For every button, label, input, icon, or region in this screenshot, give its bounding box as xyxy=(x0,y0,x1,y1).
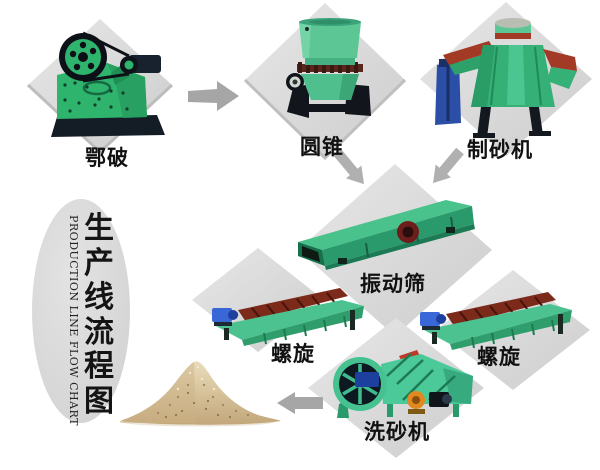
arrow-washer-to-sand xyxy=(277,392,323,414)
sand-washer-image xyxy=(333,350,473,418)
label-spiral-left: 螺旋 xyxy=(271,341,315,366)
arrow-cone-to-screen xyxy=(333,148,364,185)
title-ellipse xyxy=(32,199,130,423)
vibrating-screen-image xyxy=(298,200,475,270)
arrow-sandmaker-to-screen xyxy=(433,147,464,184)
diamond-cone-shadow xyxy=(243,78,407,161)
label-spiral-right: 螺旋 xyxy=(477,344,521,369)
sand-maker-image xyxy=(435,18,577,138)
label-jaw-crusher: 鄂破 xyxy=(85,145,129,170)
spiral-classifier-left-image xyxy=(212,288,364,346)
jaw-crusher-image xyxy=(51,31,165,137)
page-title-chinese: 生产线流程图 xyxy=(84,211,114,419)
label-vibrating-screen: 振动筛 xyxy=(360,271,426,296)
arrow-jaw-to-cone xyxy=(188,81,239,111)
cone-crusher-image xyxy=(286,18,371,118)
spiral-classifier-right-image xyxy=(420,292,572,350)
diamond-jaw-shadow xyxy=(26,83,174,155)
label-sand-maker: 制砂机 xyxy=(467,137,533,162)
label-sand-washer: 洗砂机 xyxy=(364,419,430,444)
sand-pile-image xyxy=(120,361,281,427)
page-title-english: PRODUCTION LINE FLOW CHART xyxy=(67,215,80,426)
label-cone-crusher: 圆锥 xyxy=(300,134,344,159)
